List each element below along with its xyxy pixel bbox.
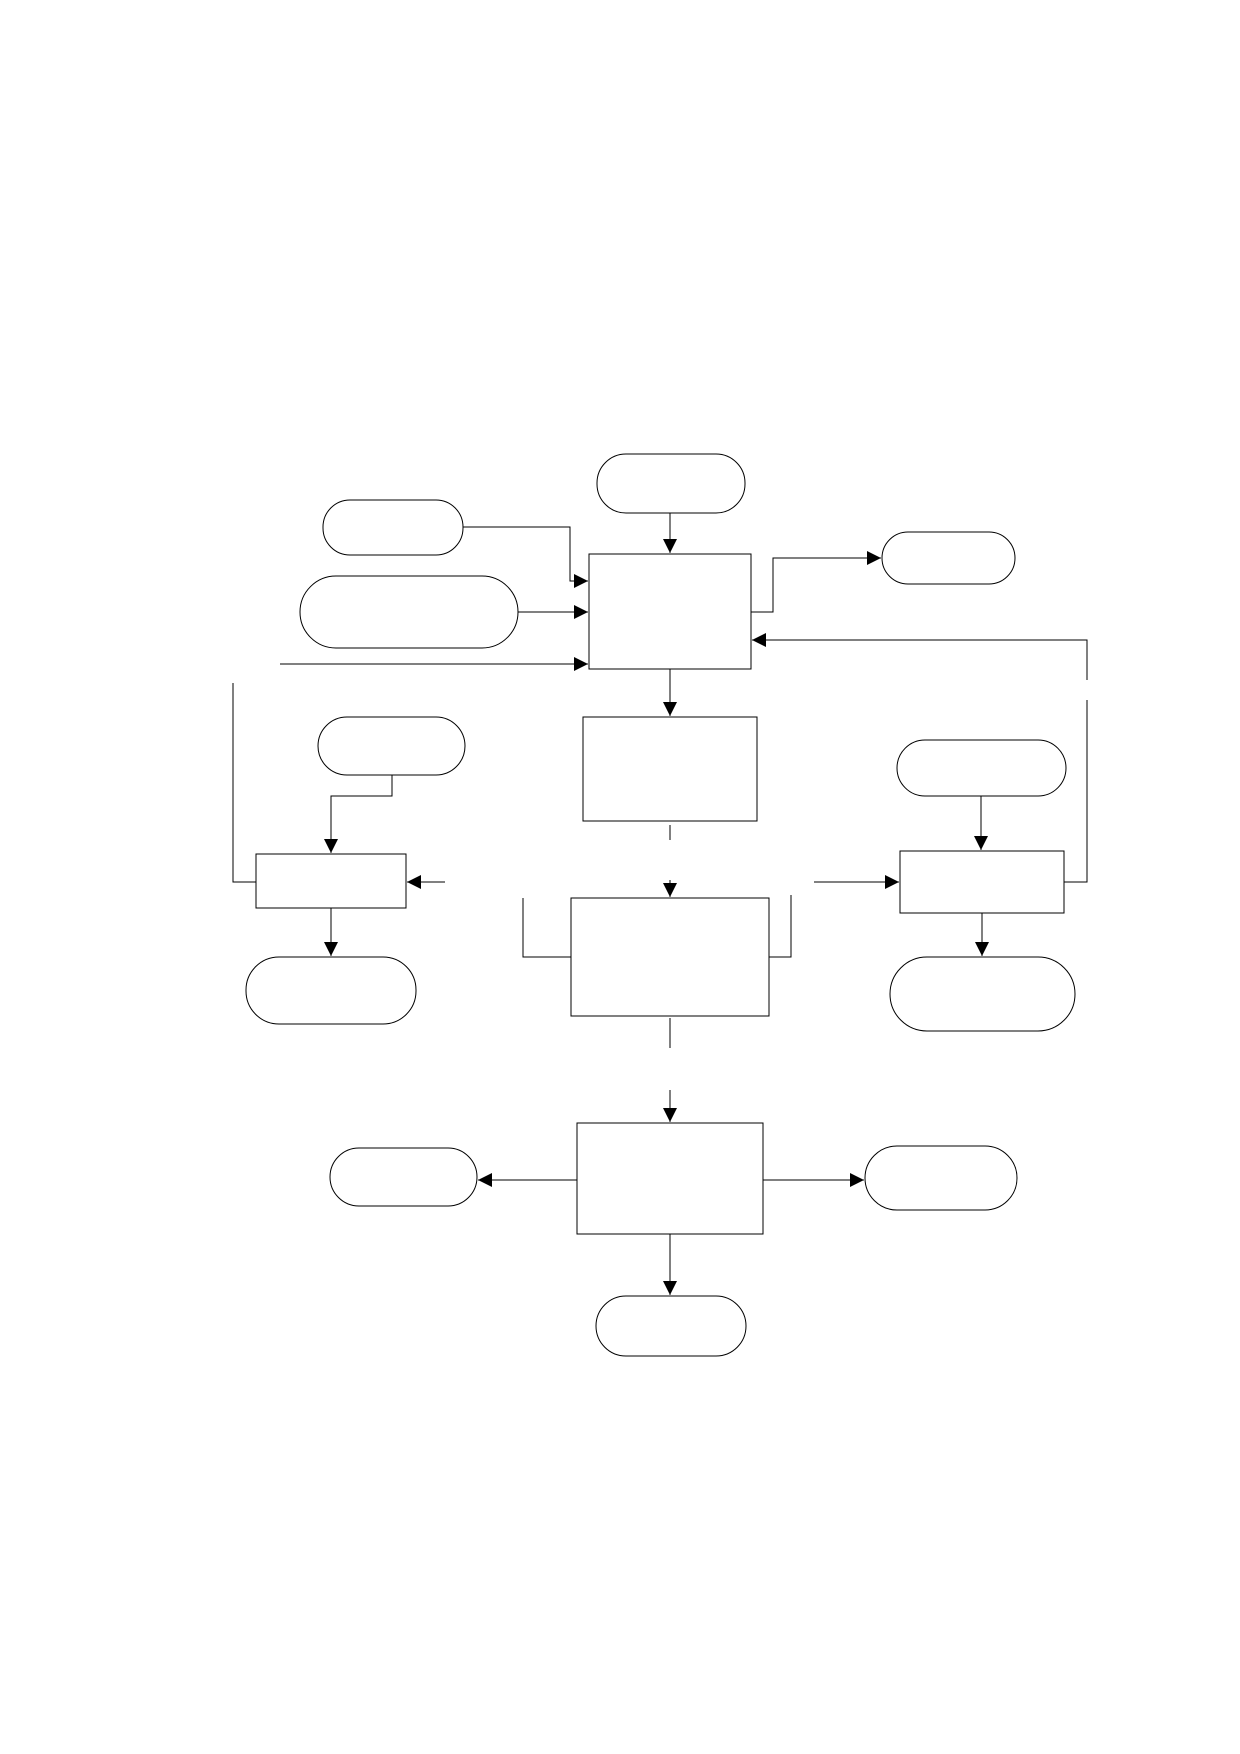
node-process-4 <box>576 1122 764 1235</box>
node-output-terminal-right <box>881 531 1016 585</box>
node-bottom-right-terminal <box>864 1145 1018 1211</box>
edge-main-process-to-output-right <box>751 551 881 613</box>
node-bottom-left-terminal <box>329 1147 478 1207</box>
node-process-3 <box>570 897 770 1017</box>
node-input-terminal-1 <box>322 499 464 556</box>
node-bottom-terminal <box>595 1295 747 1357</box>
node-main-process <box>588 553 752 670</box>
node-process-2 <box>582 716 758 822</box>
edge-input-1-to-main-process <box>463 526 588 588</box>
edge-right-feedback-to-main-process <box>752 633 1088 680</box>
node-right-process <box>899 850 1065 914</box>
edge-process-3-left-bracket <box>522 898 571 958</box>
edge-process-3-right-bracket <box>769 895 792 958</box>
node-right-input-terminal <box>896 739 1067 797</box>
edge-right-loop-to-main-process <box>1064 700 1088 883</box>
edge-left-input-to-left-process <box>324 775 393 853</box>
node-left-input-terminal <box>317 716 466 776</box>
node-input-terminal-2 <box>299 575 519 649</box>
node-left-output-terminal <box>245 956 417 1025</box>
node-right-output-terminal <box>889 956 1076 1032</box>
edge-left-loop-to-main-process <box>232 683 256 883</box>
node-top-terminal <box>596 453 746 514</box>
node-left-process <box>255 853 407 909</box>
